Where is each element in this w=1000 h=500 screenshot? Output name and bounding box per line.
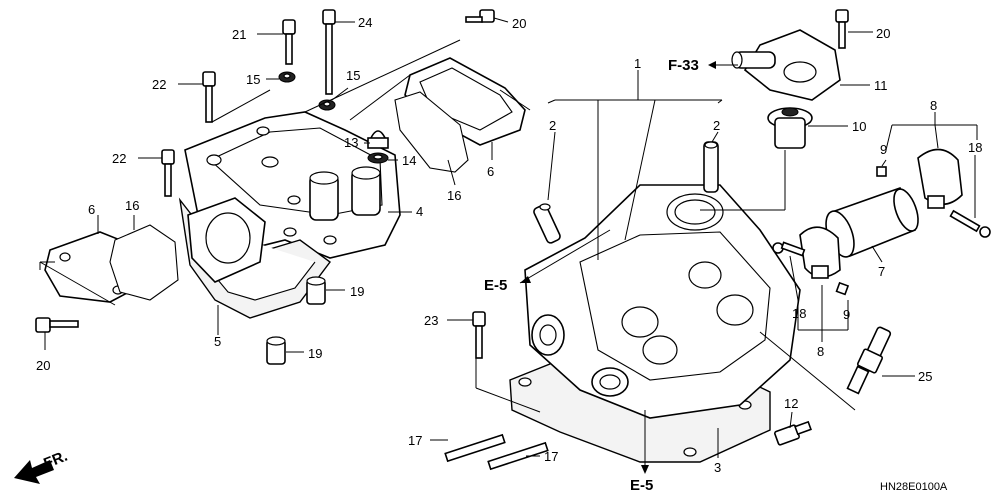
callout-5: 5 xyxy=(214,334,221,349)
callout-16: 16 xyxy=(447,188,461,203)
valve-guide xyxy=(703,141,719,193)
ref-e5-left: E-5 xyxy=(484,277,507,294)
callout-17: 17 xyxy=(544,449,558,464)
bolt-24[interactable] xyxy=(322,9,336,95)
callout-8: 8 xyxy=(817,344,824,359)
bolt-20[interactable] xyxy=(465,9,495,23)
bolt-22[interactable] xyxy=(202,71,216,123)
callout-23: 23 xyxy=(424,313,438,328)
callout-18: 18 xyxy=(968,140,982,155)
bolt-23[interactable] xyxy=(472,311,486,359)
callout-21: 21 xyxy=(232,27,246,42)
callout-19: 19 xyxy=(308,346,322,361)
callout-labels: 1 2 2 3 4 5 6 6 7 8 8 9 9 10 11 12 13 14… xyxy=(36,15,982,494)
callout-3: 3 xyxy=(714,460,721,475)
callout-6: 6 xyxy=(88,202,95,217)
valve-guide xyxy=(533,203,561,244)
callout-2: 2 xyxy=(549,118,556,133)
diagram-code: HN28E0100A xyxy=(880,481,948,493)
callout-11: 11 xyxy=(874,78,888,93)
bolt-22[interactable] xyxy=(161,149,175,197)
bolt-20[interactable] xyxy=(35,317,79,333)
callout-6: 6 xyxy=(487,164,494,179)
thermostat-10[interactable] xyxy=(767,107,813,149)
callout-20: 20 xyxy=(512,16,526,31)
leader-lines xyxy=(39,17,978,458)
callout-25: 25 xyxy=(918,369,932,384)
callout-1: 1 xyxy=(634,56,641,71)
callout-20: 20 xyxy=(36,358,50,373)
stud-17[interactable] xyxy=(487,441,549,471)
nut-9 xyxy=(835,281,850,296)
callout-15: 15 xyxy=(246,72,260,87)
temp-sensor-12[interactable] xyxy=(774,420,812,446)
front-arrow-icon xyxy=(14,460,54,484)
cap-nut-13[interactable] xyxy=(367,130,389,149)
callout-15: 15 xyxy=(346,68,360,83)
callout-13: 13 xyxy=(344,135,358,150)
callout-17: 17 xyxy=(408,433,422,448)
thermostat-group xyxy=(731,9,849,149)
callout-10: 10 xyxy=(852,119,866,134)
side-cover-gasket xyxy=(109,224,179,301)
callout-9: 9 xyxy=(880,142,887,157)
callout-22: 22 xyxy=(152,77,166,92)
callout-24: 24 xyxy=(358,15,372,30)
stud-17[interactable] xyxy=(444,433,506,463)
insulator-group xyxy=(772,148,991,296)
top-oring xyxy=(394,91,469,173)
callout-2: 2 xyxy=(713,118,720,133)
callout-22: 22 xyxy=(112,151,126,166)
callout-20: 20 xyxy=(876,26,890,41)
screw-18[interactable] xyxy=(949,209,991,238)
screw-18[interactable] xyxy=(772,241,806,257)
callout-8: 8 xyxy=(930,98,937,113)
callout-4: 4 xyxy=(416,204,423,219)
cylinder-head-group xyxy=(444,141,892,471)
callout-18: 18 xyxy=(792,306,806,321)
callout-16: 16 xyxy=(125,198,139,213)
spark-plug-25[interactable] xyxy=(846,326,892,395)
bolt-21[interactable] xyxy=(282,19,296,65)
nut-9 xyxy=(876,166,887,177)
callout-14: 14 xyxy=(402,153,416,168)
callout-7: 7 xyxy=(878,264,885,279)
head-cover-group xyxy=(35,9,526,365)
callout-9: 9 xyxy=(843,307,850,322)
front-marker-label: FR. xyxy=(41,448,70,473)
bolt-20[interactable] xyxy=(835,9,849,49)
callout-12: 12 xyxy=(784,396,798,411)
reference-arrows xyxy=(14,61,738,484)
callout-19: 19 xyxy=(350,284,364,299)
ref-f33: F-33 xyxy=(668,57,699,74)
ref-e5-bottom: E-5 xyxy=(630,477,653,494)
